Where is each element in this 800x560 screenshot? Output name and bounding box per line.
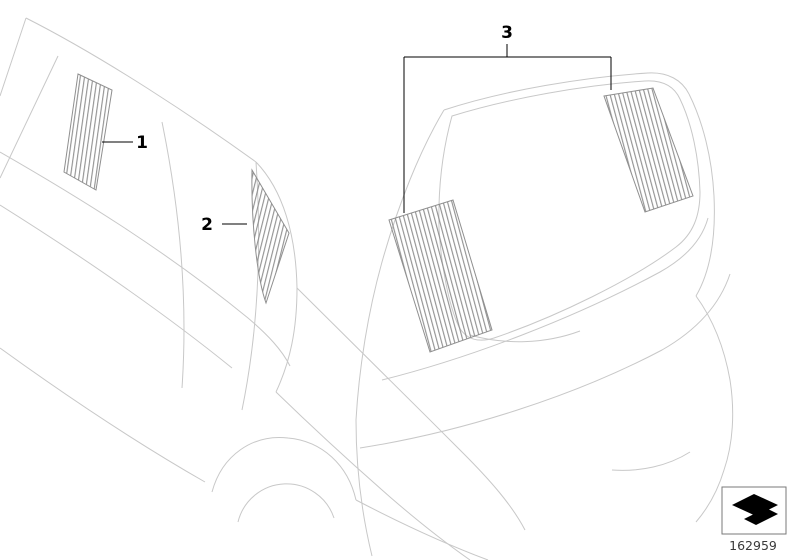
rear-lower-left bbox=[355, 419, 373, 557]
blind-3-rear-window-left[interactable] bbox=[388, 199, 493, 353]
legend-box-group: 162959 bbox=[721, 486, 787, 553]
side-windscreen-line bbox=[0, 55, 59, 179]
rear-plate-detail bbox=[611, 451, 691, 471]
side-door-seam bbox=[161, 121, 185, 389]
side-apillar-line bbox=[0, 17, 27, 97]
rear-roof-edge bbox=[443, 72, 690, 111]
rear-right-body-edge bbox=[688, 93, 715, 297]
side-cpillar-line bbox=[255, 161, 298, 393]
blind-2-quarter-window[interactable] bbox=[251, 168, 290, 305]
side-wheel bbox=[237, 483, 335, 523]
side-wheel-arch bbox=[211, 437, 357, 501]
fold-arrow-icon bbox=[732, 494, 778, 525]
side-beltline bbox=[0, 151, 291, 367]
rear-bumper-right bbox=[695, 295, 734, 523]
side-roof-line bbox=[25, 17, 257, 163]
rear-bumper-edge bbox=[359, 273, 731, 449]
side-rocker-rear bbox=[355, 499, 489, 560]
rear-trunk-line bbox=[381, 217, 709, 381]
side-body-crease bbox=[0, 204, 233, 369]
rear-left-body-edge bbox=[355, 109, 445, 421]
fold-arrow-icon-bottom-face bbox=[744, 508, 778, 525]
car-rear-view-outline bbox=[355, 72, 734, 557]
callout-3-label[interactable]: 3 bbox=[501, 23, 513, 43]
callout-1-label[interactable]: 1 bbox=[136, 133, 148, 153]
part-number: 162959 bbox=[729, 538, 777, 553]
side-sill-line bbox=[0, 347, 206, 483]
car-side-view-outline bbox=[0, 17, 526, 560]
blind-1-rear-door-window[interactable] bbox=[63, 73, 113, 191]
side-deck-line bbox=[296, 287, 526, 531]
blind-3-rear-window-right[interactable] bbox=[603, 87, 694, 213]
rear-shelf-line bbox=[469, 330, 581, 343]
callout-2-label[interactable]: 2 bbox=[201, 215, 213, 235]
side-rear-line bbox=[275, 391, 471, 560]
